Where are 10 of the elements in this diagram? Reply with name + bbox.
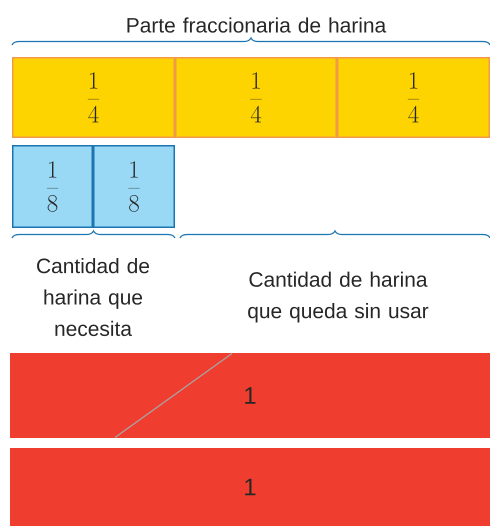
whole-bar: 1 (10, 353, 490, 438)
whole-bar: 1 (10, 448, 490, 526)
fraction-cell: $\frac{1}{8}$ (93, 145, 175, 228)
fraction-cell: $\frac{1}{8}$ (12, 145, 93, 228)
fraction-cell: $\frac{1}{4}$ (12, 57, 175, 138)
label-text: Cantidad de harina que queda sin usar (248, 272, 428, 322)
fraction-cell: $\frac{1}{4}$ (175, 57, 337, 138)
fraction-cell: $\frac{1}{4}$ (337, 57, 490, 138)
label-text: Cantidad de harina que necesita (37, 258, 150, 336)
label-text: Parte fraccionaria de harina (127, 17, 386, 33)
